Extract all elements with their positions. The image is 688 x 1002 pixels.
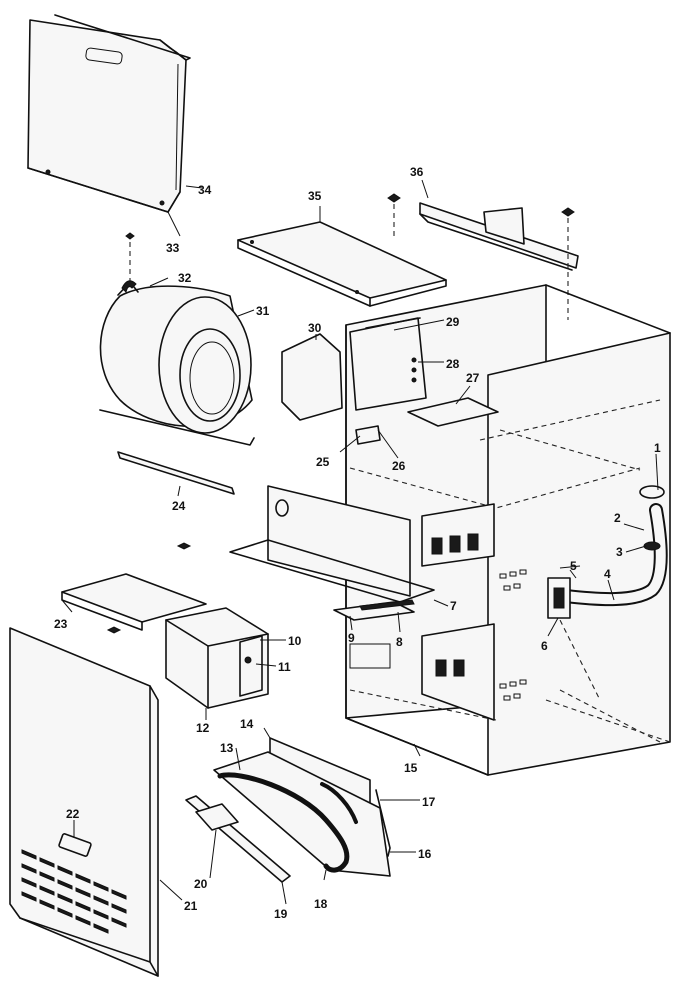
gas-pipe-assembly [547,485,668,619]
leader-lines [61,179,659,905]
callout-30: 30 [308,321,322,335]
callout-26: 26 [392,459,406,473]
burner-base-assembly [213,737,391,877]
callout-15: 15 [404,761,418,775]
callout-35: 35 [308,189,322,203]
electrical-box [281,333,343,421]
blower-base-plate [117,451,235,495]
front-door-panel [9,627,159,977]
callout-19: 19 [274,907,288,921]
callout-21: 21 [184,899,198,913]
callout-12: 12 [196,721,210,735]
callout-6: 6 [541,639,548,653]
callout-5: 5 [570,559,577,573]
callout-9: 9 [348,631,355,645]
callout-23: 23 [54,617,68,631]
top-door-panel [27,14,191,213]
callout-36: 36 [410,165,424,179]
callout-11: 11 [278,660,291,674]
blower-partition-panel [176,485,435,603]
bracket-strip [185,795,291,883]
callout-17: 17 [422,795,436,809]
top-bracket [419,202,579,271]
callout-3: 3 [616,545,623,559]
callout-14: 14 [240,717,254,731]
screws-top [125,193,575,320]
callout-29: 29 [446,315,460,329]
callout-34: 34 [198,183,212,197]
shelf-plate [333,599,415,621]
callout-8: 8 [396,635,403,649]
callout-18: 18 [314,897,328,911]
callout-7: 7 [450,599,457,613]
callout-10: 10 [288,634,302,648]
callout-20: 20 [194,877,208,891]
callout-25: 25 [316,455,330,469]
callout-2: 2 [614,511,621,525]
callout-1: 1 [654,441,661,455]
blower-assembly [99,280,255,446]
callout-4: 4 [604,567,611,581]
filter-rack [61,573,269,709]
cabinet-vent-holes [499,569,527,701]
callout-27: 27 [466,371,480,385]
front-door-louvers [21,849,127,934]
callout-24: 24 [172,499,186,513]
callout-28: 28 [446,357,460,371]
callout-13: 13 [220,741,234,755]
callout-22: 22 [66,807,80,821]
callout-16: 16 [418,847,432,861]
callout-labels: 34 33 35 36 32 31 30 29 28 27 25 26 24 1… [54,165,661,921]
callout-33: 33 [166,241,180,255]
callout-31: 31 [256,304,270,318]
callout-32: 32 [178,271,192,285]
top-plate [237,221,447,307]
